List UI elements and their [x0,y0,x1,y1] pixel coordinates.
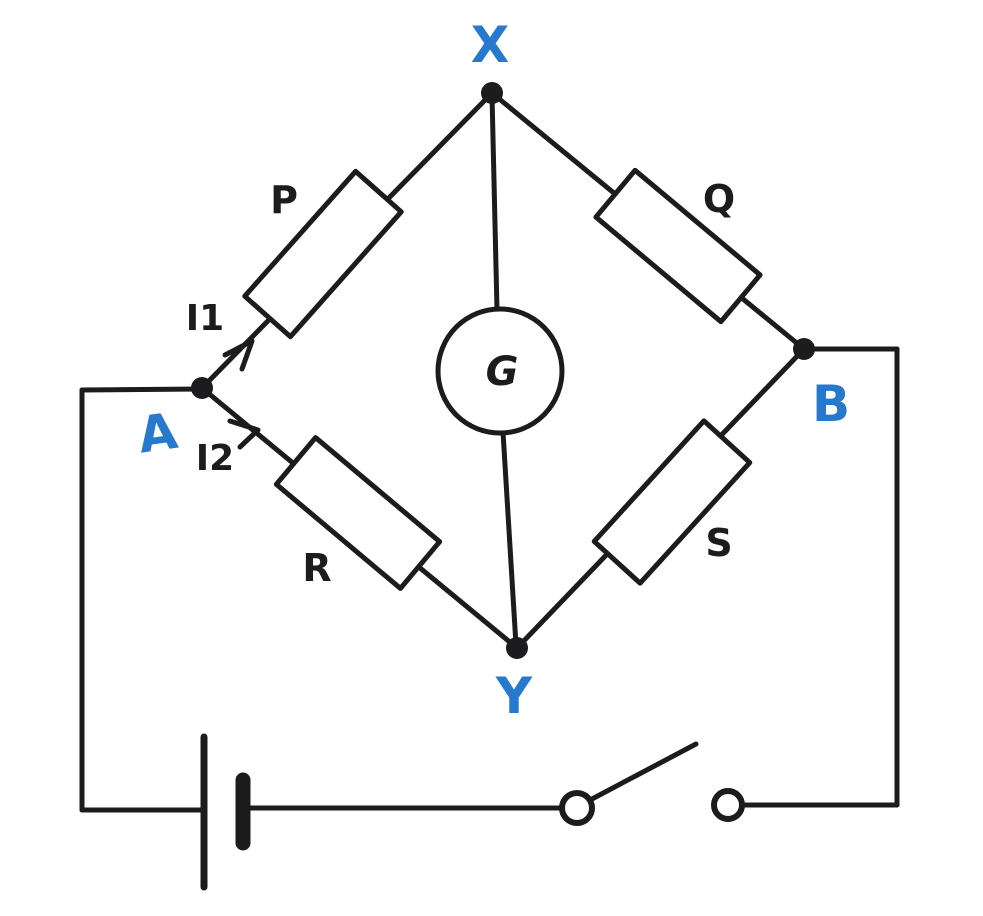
wire-x-to-galvanometer [489,92,500,313]
wire-a-to-left-edge [79,386,205,393]
node-label-x: X [471,16,510,74]
galvanometer-icon [435,306,565,436]
current-label-i1: I1 [186,298,224,339]
current-label-i2: I2 [196,438,234,479]
node-dot-a [191,377,213,399]
resistor-q-box [593,167,763,325]
wire-galvanometer-to-y [500,429,519,648]
switch-icon [559,741,745,826]
node-dot-b [793,338,815,360]
switch-terminal-left [559,790,595,826]
resistor-s-box [591,418,753,586]
node-dot-y [506,637,528,659]
node-label-y: Y [495,667,533,725]
resistor-label-q: Q [703,177,735,221]
switch-terminal-right [711,788,745,822]
node-label-b: B [812,375,850,433]
resistor-label-p: P [270,178,298,222]
node-dot-x [481,82,503,104]
node-label-a: A [134,402,181,465]
resistor-label-r: R [302,546,331,590]
resistor-label-s: S [705,521,732,565]
current-arrow-i2-icon [227,418,261,450]
resistor-p-box [242,168,404,340]
battery-icon [200,733,251,891]
galvanometer-label: G [486,349,519,395]
resistor-r-box [273,435,443,591]
switch-lever [589,741,699,802]
current-arrow-i1-icon [222,338,255,372]
